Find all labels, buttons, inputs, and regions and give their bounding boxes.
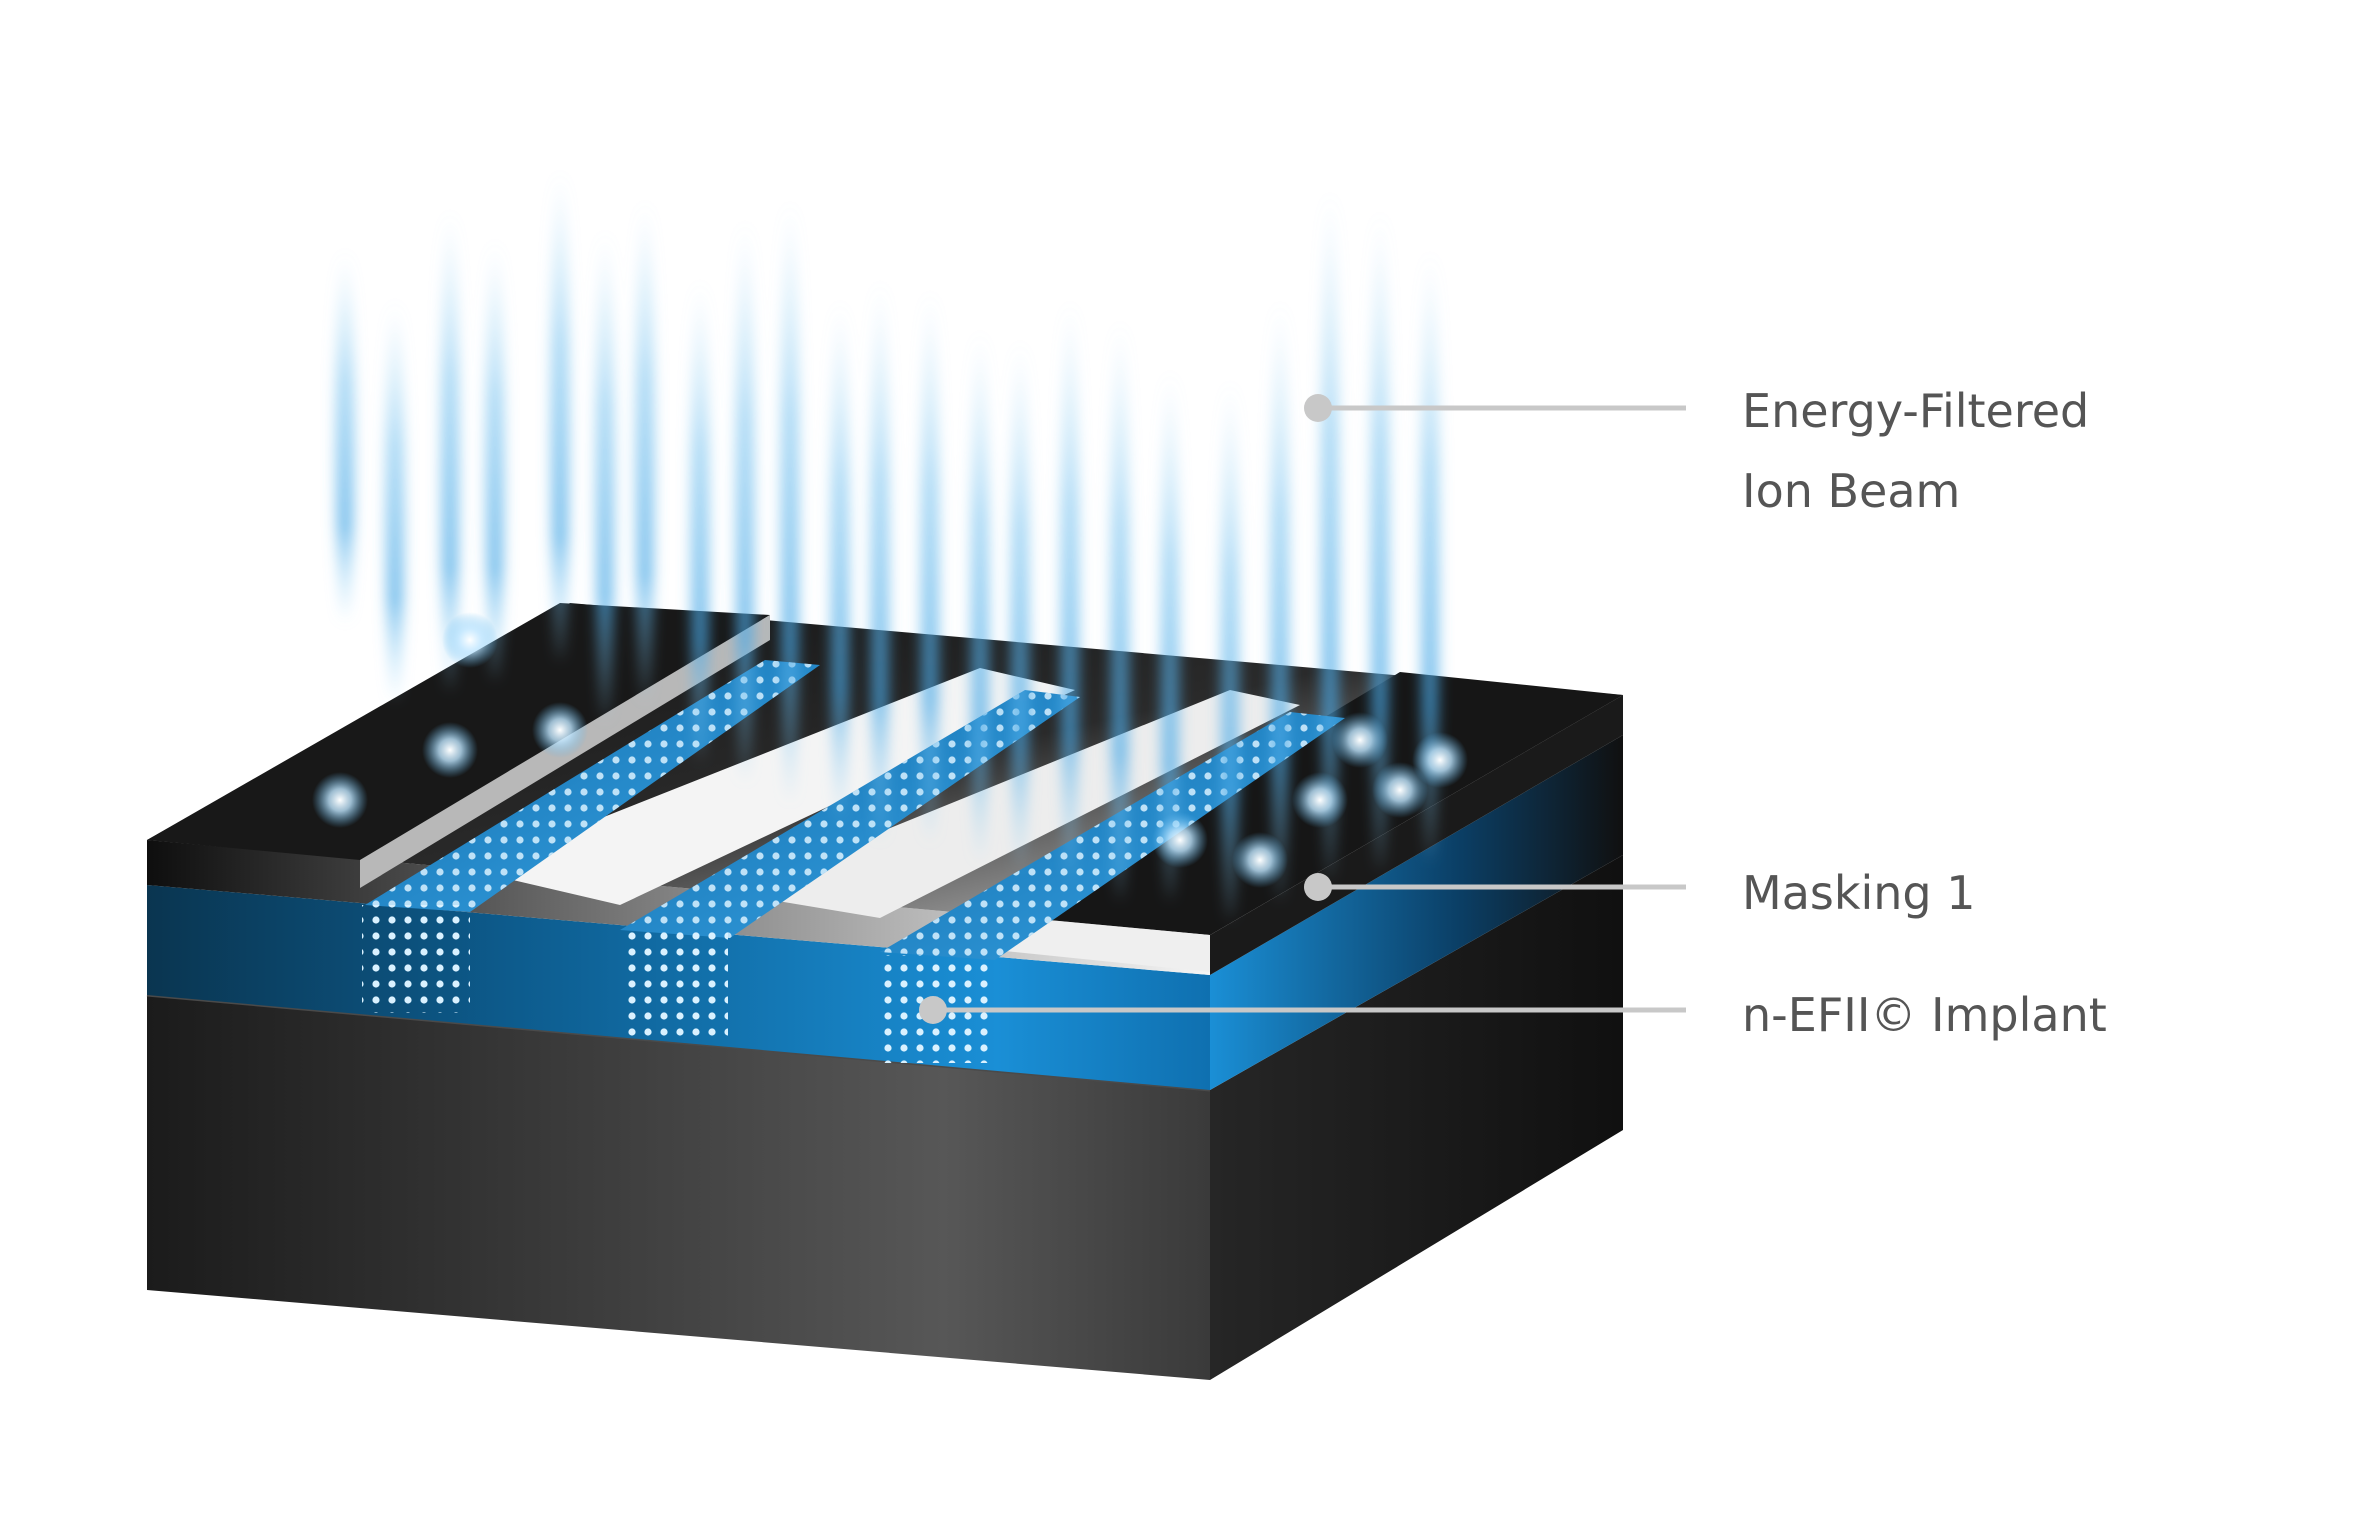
beam-glow-spots bbox=[312, 612, 1468, 888]
beam-streak bbox=[551, 170, 569, 660]
glow-spot bbox=[532, 702, 588, 758]
label-implant: n-EFII© Implant bbox=[1742, 988, 2107, 1042]
leader-dot-masking bbox=[1304, 873, 1332, 901]
leader-dot-implant bbox=[919, 996, 947, 1024]
glow-spot bbox=[312, 772, 368, 828]
glow-spot bbox=[1332, 712, 1388, 768]
beam-streak bbox=[386, 300, 404, 700]
substrate-front-face bbox=[147, 995, 1210, 1380]
beam-streak bbox=[1111, 320, 1129, 900]
beam-streak bbox=[1321, 190, 1339, 880]
glow-spot bbox=[422, 722, 478, 778]
beam-streak bbox=[441, 210, 459, 690]
beam-streak bbox=[781, 200, 799, 800]
beam-streak bbox=[736, 220, 754, 780]
beam-streak bbox=[1061, 300, 1079, 880]
leader-dot-beam bbox=[1304, 394, 1332, 422]
glow-spot bbox=[1412, 732, 1468, 788]
label-ion-beam-line2: Ion Beam bbox=[1742, 464, 1961, 518]
mask-side-face bbox=[1210, 695, 1623, 975]
substrate-side-face bbox=[1210, 855, 1623, 1380]
beam-streak bbox=[831, 300, 849, 820]
beam-streak bbox=[336, 250, 354, 620]
beam-streak bbox=[596, 230, 614, 720]
glow-spot bbox=[1152, 812, 1208, 868]
beam-streak bbox=[871, 280, 889, 840]
ion-beam bbox=[336, 170, 1439, 920]
glow-spot bbox=[1372, 762, 1428, 818]
beam-streak bbox=[1221, 380, 1239, 920]
beam-streak bbox=[691, 280, 709, 760]
glow-spot bbox=[1232, 832, 1288, 888]
label-masking: Masking 1 bbox=[1742, 866, 1976, 920]
implant-side-face bbox=[1210, 735, 1623, 1090]
implant-grid-2 bbox=[620, 930, 728, 1038]
implant-grid-1 bbox=[362, 905, 470, 1013]
beam-streak bbox=[1421, 250, 1439, 860]
beam-streak bbox=[921, 290, 939, 840]
glow-spot bbox=[1292, 772, 1348, 828]
beam-streak bbox=[636, 200, 654, 700]
beam-streak bbox=[1011, 340, 1029, 870]
label-ion-beam-line1: Energy-Filtered bbox=[1742, 384, 2090, 438]
beam-streak bbox=[486, 240, 504, 680]
beam-streak bbox=[1371, 210, 1389, 870]
beam-streak bbox=[971, 330, 989, 860]
beam-streak bbox=[1271, 300, 1289, 900]
label-ion-beam: Energy-Filtered Ion Beam bbox=[1742, 371, 2089, 531]
leader-lines bbox=[919, 394, 1686, 1024]
glow-spot bbox=[442, 612, 498, 668]
beam-streak bbox=[1161, 370, 1179, 900]
